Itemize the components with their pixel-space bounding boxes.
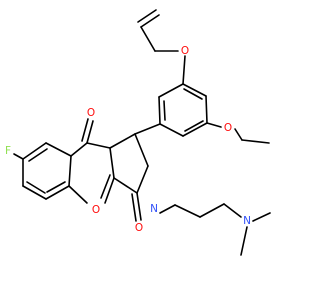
bond — [136, 192, 142, 221]
bond — [22, 185, 47, 200]
bond — [70, 142, 88, 157]
bond — [26, 181, 46, 194]
bond — [28, 148, 48, 162]
bond — [134, 123, 161, 135]
bond — [13, 153, 24, 160]
bond — [104, 177, 115, 204]
bond — [22, 142, 47, 160]
atom-labels: O O O O O F N N — [5, 45, 251, 234]
bond — [100, 174, 111, 199]
bond — [86, 142, 111, 149]
bond — [68, 155, 72, 187]
bond — [234, 128, 243, 141]
bond — [136, 165, 149, 194]
bond — [109, 147, 115, 179]
bond — [134, 133, 149, 167]
nitrogen-atom-label: N — [150, 203, 158, 215]
bond — [158, 96, 161, 125]
structure-svg: O O O O O F N N — [5, 9, 271, 256]
bond — [240, 226, 248, 256]
oxygen-atom-label: O — [181, 45, 189, 57]
bond — [183, 88, 203, 100]
bond — [68, 185, 88, 204]
bond — [158, 83, 184, 98]
bond — [159, 123, 184, 137]
bond — [182, 55, 186, 85]
bond — [140, 14, 160, 28]
nitrogen-atom-label: N — [243, 215, 251, 227]
fluorine-atom-label: F — [5, 145, 11, 157]
bond — [81, 118, 89, 142]
bond — [223, 203, 242, 218]
bond — [86, 120, 94, 144]
oxygen-atom-label: O — [92, 204, 100, 216]
bond — [184, 120, 204, 132]
oxygen-atom-label: O — [135, 222, 143, 234]
bond — [159, 204, 176, 214]
bond — [140, 26, 156, 52]
bond — [182, 83, 207, 97]
bond — [113, 177, 138, 194]
bond — [109, 133, 136, 149]
bond — [241, 139, 270, 144]
bond — [45, 185, 70, 200]
bond — [252, 212, 271, 222]
bond — [205, 95, 208, 124]
bond — [206, 122, 222, 128]
bond — [199, 203, 225, 218]
bond — [174, 204, 201, 218]
molecule-drawing: O O O O O F N N — [5, 9, 271, 256]
bond — [182, 122, 208, 137]
bond — [137, 9, 157, 23]
bond — [163, 100, 166, 121]
oxygen-atom-label: O — [87, 107, 95, 119]
bonds — [13, 9, 271, 256]
oxygen-atom-label: O — [224, 122, 232, 134]
bond — [131, 193, 137, 222]
bond — [45, 142, 72, 157]
bond — [46, 181, 66, 193]
